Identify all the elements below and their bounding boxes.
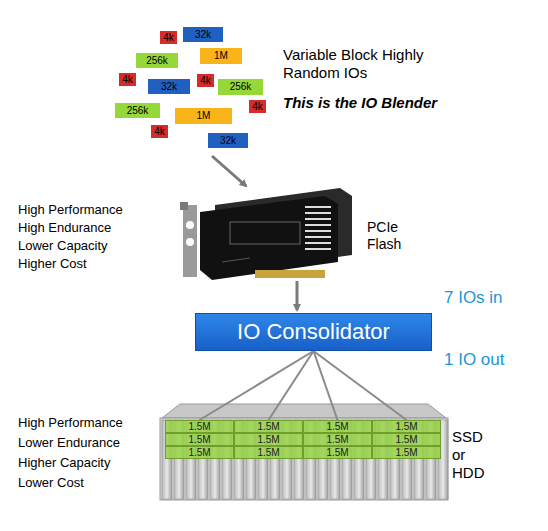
node-text: 1.5M bbox=[257, 435, 279, 445]
io-block: 1M bbox=[175, 108, 232, 124]
node-text: 1.5M bbox=[326, 435, 348, 445]
io-block: 4k bbox=[151, 125, 168, 138]
io-block: 256k bbox=[115, 103, 160, 118]
node-text: 32k bbox=[195, 30, 211, 40]
block-cell: 1.5M bbox=[372, 420, 441, 433]
io-block: 4k bbox=[197, 74, 214, 87]
property-text: High Performance bbox=[18, 202, 178, 218]
device-label: PCIe Flash bbox=[367, 219, 417, 253]
node-text: 4k bbox=[252, 102, 263, 112]
device-label: SSD or HDD bbox=[452, 428, 492, 482]
node-text: 1.5M bbox=[326, 422, 348, 432]
flow-arrow bbox=[212, 156, 246, 186]
node-text: 1.5M bbox=[257, 448, 279, 458]
node-text: 1.5M bbox=[188, 435, 210, 445]
node-text: IO Consolidator bbox=[237, 321, 390, 343]
node-text: 1.5M bbox=[395, 422, 417, 432]
block-cell: 1.5M bbox=[234, 420, 303, 433]
block-cell: 1.5M bbox=[372, 433, 441, 446]
property-text: Lower Endurance bbox=[18, 435, 163, 451]
node-text: 1.5M bbox=[326, 448, 348, 458]
node-text: 4k bbox=[200, 76, 211, 86]
io-block: 4k bbox=[160, 31, 177, 44]
ratio-text: 7 IOs in bbox=[444, 288, 544, 308]
block-cell: 1.5M bbox=[234, 433, 303, 446]
block-cell: 1.5M bbox=[165, 433, 234, 446]
node-text: 4k bbox=[122, 75, 133, 85]
io-block: 4k bbox=[119, 73, 136, 86]
node-text: 32k bbox=[161, 82, 177, 92]
io-block: 32k bbox=[183, 27, 223, 42]
pcie-card bbox=[180, 188, 352, 280]
io-block: 4k bbox=[249, 100, 266, 113]
node-text: 4k bbox=[154, 127, 165, 137]
property-text: High Endurance bbox=[18, 220, 178, 236]
ratio-text: 1 IO out bbox=[444, 350, 544, 370]
block-cell: 1.5M bbox=[165, 420, 234, 433]
node-text: 256k bbox=[127, 106, 149, 116]
block-cell: 1.5M bbox=[372, 446, 441, 459]
node-text: 256k bbox=[146, 56, 168, 66]
property-text: Lower Cost bbox=[18, 475, 163, 491]
io-block: 256k bbox=[218, 79, 263, 95]
heading-text: This is the IO Blender bbox=[283, 94, 483, 112]
property-text: Lower Capacity bbox=[18, 238, 178, 254]
process-box: IO Consolidator bbox=[195, 313, 432, 351]
io-block: 1M bbox=[200, 48, 242, 64]
node-text: 1.5M bbox=[257, 422, 279, 432]
io-block: 256k bbox=[136, 53, 178, 68]
node-text: 1.5M bbox=[188, 422, 210, 432]
node-text: 32k bbox=[220, 136, 236, 146]
node-text: 1.5M bbox=[395, 435, 417, 445]
heading-text: Variable Block Highly Random IOs bbox=[283, 46, 473, 82]
node-text: 1.5M bbox=[395, 448, 417, 458]
property-text: High Performance bbox=[18, 415, 163, 431]
block-cell: 1.5M bbox=[303, 420, 372, 433]
io-block: 32k bbox=[208, 133, 248, 148]
fan-out-line bbox=[269, 351, 314, 420]
block-cell: 1.5M bbox=[303, 433, 372, 446]
property-text: Higher Cost bbox=[18, 256, 178, 272]
node-text: 1M bbox=[214, 51, 228, 61]
block-cell: 1.5M bbox=[303, 446, 372, 459]
fan-out-line bbox=[314, 351, 338, 420]
block-cell: 1.5M bbox=[165, 446, 234, 459]
fan-out-line bbox=[314, 351, 407, 420]
node-text: 256k bbox=[230, 82, 252, 92]
block-cell: 1.5M bbox=[234, 446, 303, 459]
node-text: 4k bbox=[163, 33, 174, 43]
disk-array bbox=[160, 404, 448, 500]
flow-arrow bbox=[296, 281, 299, 310]
node-text: 1.5M bbox=[188, 448, 210, 458]
property-text: Higher Capacity bbox=[18, 455, 163, 471]
fan-out-line bbox=[200, 351, 314, 420]
io-block: 32k bbox=[148, 79, 190, 94]
node-text: 1M bbox=[197, 111, 211, 121]
